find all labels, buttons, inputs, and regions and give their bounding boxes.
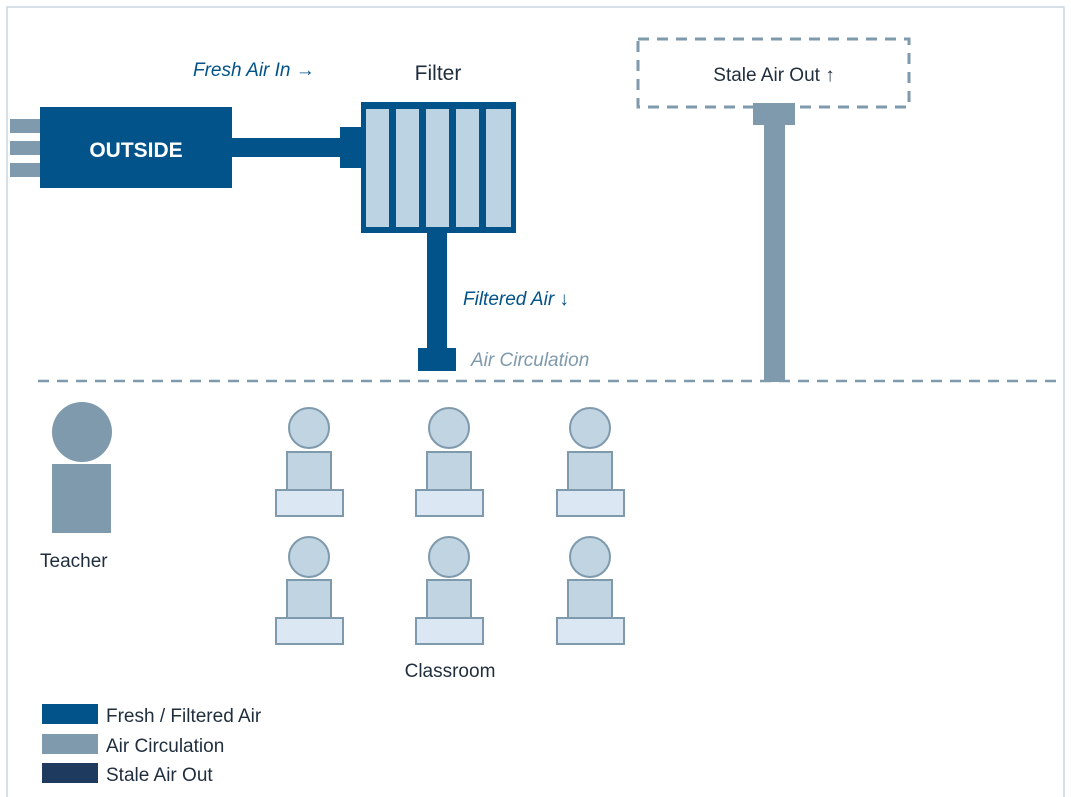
outside-unit: OUTSIDE [10,107,232,188]
student-icon [556,407,625,517]
air-circulation-label: Air Circulation [470,350,589,371]
legend-swatch-stale [42,763,98,783]
legend-label: Air Circulation [106,736,224,757]
classroom-label: Classroom [405,661,496,682]
students [275,407,625,645]
student-icon [556,536,625,645]
legend-item: Fresh / Filtered Air [42,704,262,727]
student-icon [275,407,344,517]
legend-label: Fresh / Filtered Air [106,706,262,727]
vent-slat-icon [10,141,41,155]
intake-duct [232,138,344,157]
outside-box [40,107,232,188]
legend-item: Stale Air Out [42,763,213,786]
student-icon [415,407,484,517]
legend-item: Air Circulation [42,734,224,757]
stale-air-out-box [636,37,911,109]
legend-swatch-fresh [42,704,98,724]
fresh-air-in-label: Fresh Air In → [193,60,315,81]
student-icon [275,536,344,645]
exhaust-connector [753,103,795,125]
exhaust-duct [764,123,785,382]
legend-label: Stale Air Out [106,765,213,786]
vent-slat-icon [10,119,41,133]
diagram-border [6,6,1065,797]
filter-icon [361,102,516,233]
outside-label: OUTSIDE [89,139,182,162]
filtered-air-duct [427,233,447,351]
student-icon [415,536,484,645]
filter-label: Filter [415,62,462,85]
teacher-label: Teacher [40,551,108,572]
vent-slat-icon [10,163,41,177]
legend-swatch-circulation [42,734,98,754]
legend: Fresh / Filtered Air Air Circulation Sta… [42,704,262,786]
teacher-icon [52,402,112,533]
intake-connector [340,127,362,168]
filtered-air-label: Filtered Air ↓ [463,289,569,310]
diffuser-outlet [418,348,456,371]
stale-air-out-label: Stale Air Out ↑ [713,65,834,86]
